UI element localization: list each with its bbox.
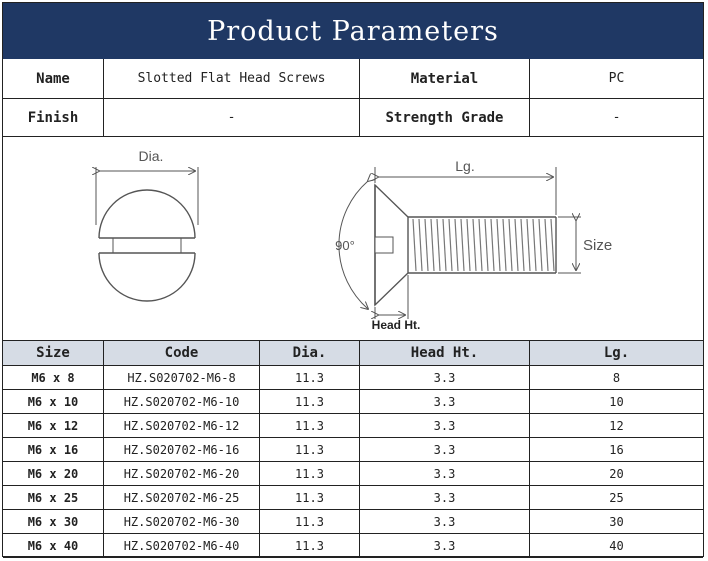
- code-cell: HZ.S020702-M6-25: [104, 486, 260, 510]
- material-label: Material: [360, 59, 530, 99]
- size-cell: M6 x 8: [3, 366, 104, 390]
- thread-line: [442, 218, 447, 272]
- head-ht-cell: 3.3: [360, 510, 530, 534]
- head-ht-cell: 3.3: [360, 534, 530, 558]
- name-value: Slotted Flat Head Screws: [104, 59, 360, 99]
- head-ht-cell: 3.3: [360, 414, 530, 438]
- thread-line: [466, 218, 471, 272]
- thread-line: [424, 218, 429, 272]
- size-cell: M6 x 20: [3, 462, 104, 486]
- dia-cell: 11.3: [260, 510, 360, 534]
- col-header-lg: Lg.: [530, 341, 703, 366]
- code-cell: HZ.S020702-M6-30: [104, 510, 260, 534]
- dia-cell: 11.3: [260, 534, 360, 558]
- code-cell: HZ.S020702-M6-16: [104, 438, 260, 462]
- lg-label: Lg.: [455, 158, 474, 174]
- code-cell: HZ.S020702-M6-8: [104, 366, 260, 390]
- thread-line: [544, 218, 549, 272]
- thread-line: [538, 218, 543, 272]
- col-header-dia: Dia.: [260, 341, 360, 366]
- head-top-view: [96, 167, 199, 302]
- size-cell: M6 x 25: [3, 486, 104, 510]
- code-cell: HZ.S020702-M6-12: [104, 414, 260, 438]
- dia-cell: 11.3: [260, 486, 360, 510]
- thread-line: [472, 218, 477, 272]
- finish-value: -: [104, 99, 360, 137]
- thread-line: [526, 218, 531, 272]
- thread-line: [460, 218, 465, 272]
- thread-line: [436, 218, 441, 272]
- thread-line: [496, 218, 501, 272]
- size-cell: M6 x 40: [3, 534, 104, 558]
- lg-cell: 40: [530, 534, 703, 558]
- size-cell: M6 x 12: [3, 414, 104, 438]
- name-label: Name: [3, 59, 104, 99]
- code-cell: HZ.S020702-M6-10: [104, 390, 260, 414]
- material-value: PC: [530, 59, 703, 99]
- dia-cell: 11.3: [260, 414, 360, 438]
- head-ht-cell: 3.3: [360, 366, 530, 390]
- dia-cell: 11.3: [260, 366, 360, 390]
- head-ht-cell: 3.3: [360, 486, 530, 510]
- thread-line: [550, 218, 555, 272]
- head-ht-label: Head Ht.: [372, 318, 421, 332]
- angle-label: 90°: [335, 238, 355, 253]
- lg-cell: 25: [530, 486, 703, 510]
- dia-cell: 11.3: [260, 462, 360, 486]
- code-cell: HZ.S020702-M6-20: [104, 462, 260, 486]
- thread-line: [454, 218, 459, 272]
- thread-line: [502, 218, 507, 272]
- col-header-size: Size: [3, 341, 104, 366]
- info-row-finish: Finish - Strength Grade -: [3, 99, 703, 137]
- thread-line: [478, 218, 483, 272]
- col-header-code: Code: [104, 341, 260, 366]
- thread-line: [484, 218, 489, 272]
- lg-cell: 10: [530, 390, 703, 414]
- dia-label: Dia.: [139, 148, 164, 164]
- col-header-head-ht: Head Ht.: [360, 341, 530, 366]
- lg-cell: 16: [530, 438, 703, 462]
- lg-cell: 12: [530, 414, 703, 438]
- thread-line: [490, 218, 495, 272]
- thread-line: [418, 218, 423, 272]
- thread-line: [430, 218, 435, 272]
- dia-cell: 11.3: [260, 390, 360, 414]
- size-cell: M6 x 30: [3, 510, 104, 534]
- size-cell: M6 x 16: [3, 438, 104, 462]
- info-row-name: Name Slotted Flat Head Screws Material P…: [3, 59, 703, 99]
- thread-line: [520, 218, 525, 272]
- thread-line: [412, 218, 417, 272]
- head-ht-cell: 3.3: [360, 462, 530, 486]
- dia-cell: 11.3: [260, 438, 360, 462]
- thread-line: [532, 218, 537, 272]
- thread-line: [514, 218, 519, 272]
- lg-cell: 30: [530, 510, 703, 534]
- lg-cell: 20: [530, 462, 703, 486]
- strength-grade-value: -: [530, 99, 703, 137]
- lg-cell: 8: [530, 366, 703, 390]
- head-ht-cell: 3.3: [360, 390, 530, 414]
- screw-diagram: Dia.: [3, 148, 612, 332]
- head-ht-cell: 3.3: [360, 438, 530, 462]
- screw-side-view: [338, 167, 581, 319]
- strength-grade-label: Strength Grade: [360, 99, 530, 137]
- code-cell: HZ.S020702-M6-40: [104, 534, 260, 558]
- finish-label: Finish: [3, 99, 104, 137]
- size-dimension-label: Size: [583, 237, 612, 254]
- spec-table-header: Size Code Dia. Head Ht. Lg.: [3, 341, 703, 366]
- size-cell: M6 x 10: [3, 390, 104, 414]
- thread-line: [448, 218, 453, 272]
- page-title: Product Parameters: [3, 3, 703, 59]
- technical-drawing: Dia.: [3, 137, 703, 341]
- thread-line: [508, 218, 513, 272]
